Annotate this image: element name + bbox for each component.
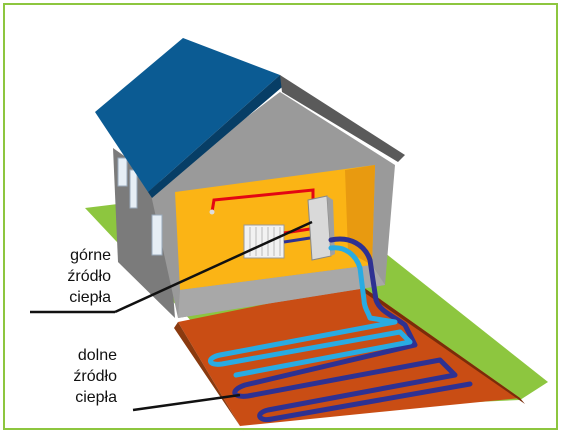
soil-front-edge bbox=[174, 322, 244, 432]
label-line: ciepła bbox=[75, 389, 117, 406]
label-line: górne bbox=[70, 247, 111, 264]
roof-edge bbox=[148, 75, 288, 198]
roof bbox=[95, 38, 280, 192]
soil-edge bbox=[360, 285, 525, 404]
pointer-line-upper-diag bbox=[114, 220, 313, 314]
label-upper-heat-source: górne źródło ciepła bbox=[11, 245, 111, 308]
pointer-line-lower bbox=[132, 393, 241, 412]
floor-slab bbox=[178, 265, 385, 318]
radiator-pipe-blue bbox=[283, 236, 311, 244]
ground-pipe-warm bbox=[232, 236, 473, 423]
label-line: źródło bbox=[67, 268, 111, 285]
ground-pipe-cold bbox=[208, 245, 413, 378]
hot-pipe bbox=[210, 188, 315, 213]
label-lower-heat-source: dolne źródło ciepła bbox=[17, 345, 117, 408]
side-window bbox=[151, 214, 163, 256]
hot-pipe-end bbox=[209, 209, 215, 215]
radiator bbox=[243, 224, 285, 259]
side-window bbox=[117, 157, 128, 187]
label-line: ciepła bbox=[69, 289, 111, 306]
ground-loop bbox=[208, 236, 473, 423]
label-line: źródło bbox=[73, 368, 117, 385]
side-window bbox=[129, 169, 138, 209]
label-line: dolne bbox=[77, 347, 117, 364]
roof-gable-edge bbox=[280, 75, 405, 162]
